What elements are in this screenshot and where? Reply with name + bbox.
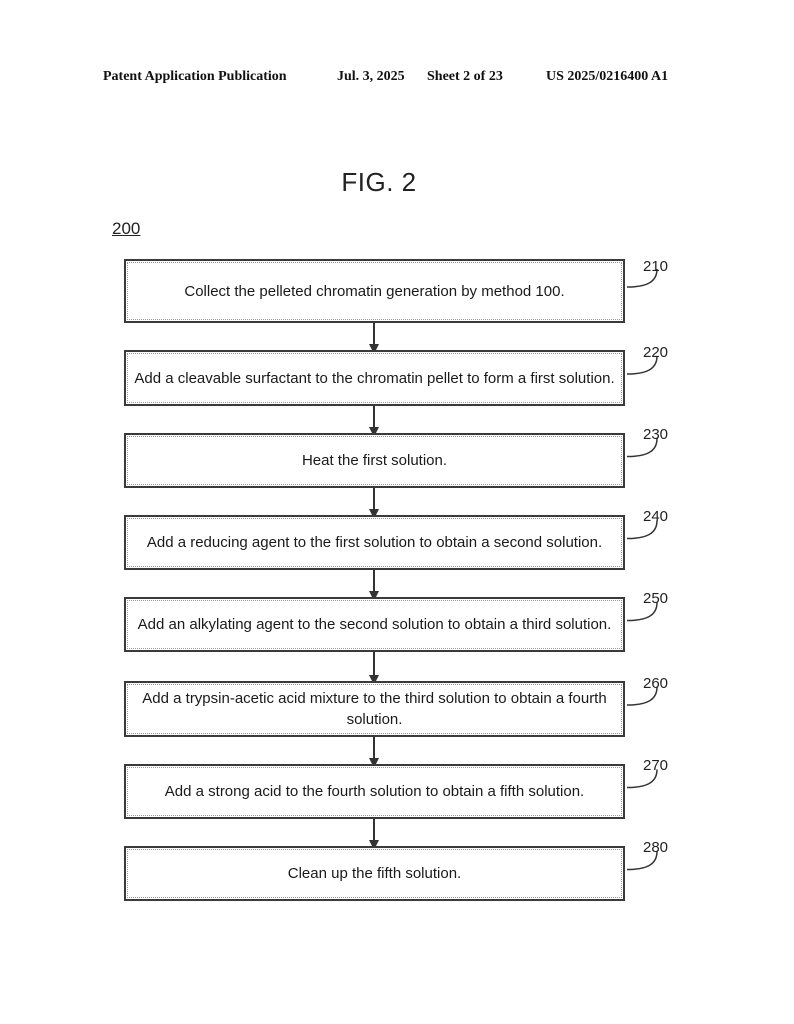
step-label-270: 270	[643, 757, 669, 774]
step-label-230: 230	[643, 426, 669, 443]
step-box-220: Add a cleavable surfactant to the chroma…	[124, 350, 625, 406]
step-label-220: 220	[643, 344, 669, 361]
figure-reference-number: 200	[112, 219, 141, 238]
step-box-230: Heat the first solution.	[124, 433, 625, 488]
step-label-210: 210	[643, 258, 669, 275]
header-publication: Patent Application Publication	[103, 69, 287, 84]
step-box-250: Add an alkylating agent to the second so…	[124, 597, 625, 652]
header-patent-number: US 2025/0216400 A1	[546, 69, 669, 84]
page-header: Patent Application Publication Jul. 3, 2…	[0, 69, 794, 89]
step-box-270: Add a strong acid to the fourth solution…	[124, 764, 625, 819]
step-box-210: Collect the pelleted chromatin generatio…	[124, 259, 625, 323]
step-label-280: 280	[643, 839, 669, 856]
step-label-260: 260	[643, 675, 669, 692]
header-date: Jul. 3, 2025	[337, 69, 405, 84]
step-label-250: 250	[643, 590, 669, 607]
step-box-280: Clean up the fifth solution.	[124, 846, 625, 901]
step-box-240: Add a reducing agent to the first soluti…	[124, 515, 625, 570]
header-sheet: Sheet 2 of 23	[427, 69, 503, 84]
figure-title: FIG. 2	[341, 167, 417, 197]
step-label-240: 240	[643, 508, 669, 525]
step-box-260: Add a trypsin-acetic acid mixture to the…	[124, 681, 625, 737]
